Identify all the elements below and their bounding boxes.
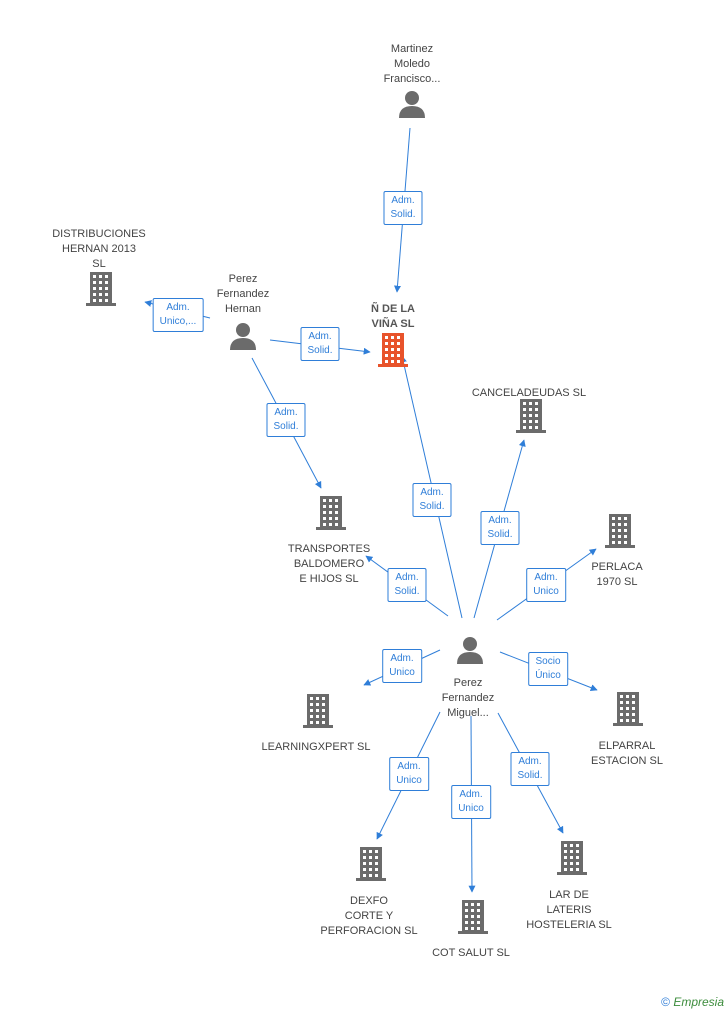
edge-label[interactable]: Adm. Unico [526,568,566,602]
node-label-elparral[interactable]: ELPARRAL ESTACION SL [591,740,663,767]
edge-label[interactable]: Adm. Solid. [383,191,423,225]
edge-label[interactable]: Adm. Solid. [412,483,452,517]
building-icon[interactable] [605,514,635,548]
building-icon[interactable] [316,496,346,530]
brand-logo[interactable]: Empresia [673,995,724,1009]
edge-label[interactable]: Adm. Solid. [300,327,340,361]
node-label-learningxpert[interactable]: LEARNINGXPERT SL [261,741,371,753]
edge-label[interactable]: Adm. Solid. [266,403,306,437]
person-icon[interactable] [230,323,256,350]
node-label-pf-miguel[interactable]: Perez Fernandez Miguel... [441,677,495,719]
person-icon[interactable] [399,91,425,118]
node-label-cotsalut[interactable]: COT SALUT SL [432,947,510,959]
node-label-pf-hernan[interactable]: Perez Fernandez Hernan [216,273,270,315]
node-label-dexfo[interactable]: DEXFO CORTE Y PERFORACION SL [320,895,418,937]
building-icon[interactable] [613,692,643,726]
building-icon[interactable] [516,399,546,433]
node-label-transportes[interactable]: TRANSPORTES BALDOMERO E HIJOS SL [287,543,371,585]
edge-label[interactable]: Adm. Solid. [387,568,427,602]
node-label-main[interactable]: Ñ DE LA VIÑA SL [371,303,415,330]
edge-label[interactable]: Adm. Unico,... [152,298,204,332]
edge-label[interactable]: Adm. Solid. [480,511,520,545]
building-icon[interactable] [303,694,333,728]
building-icon[interactable] [378,333,408,367]
copyright-symbol: © [661,995,670,1009]
building-icon[interactable] [356,847,386,881]
copyright: © Empresia [661,995,724,1009]
edge-label[interactable]: Socio Único [528,652,568,686]
edge-label[interactable]: Adm. Solid. [510,752,550,786]
node-label-martinez[interactable]: Martinez Moledo Francisco... [383,43,441,85]
building-icon[interactable] [458,900,488,934]
node-label-distribuciones[interactable]: DISTRIBUCIONES HERNAN 2013 SL [52,228,146,270]
building-icon[interactable] [86,272,116,306]
building-icon[interactable] [557,841,587,875]
person-icon[interactable] [457,637,483,664]
edge-label[interactable]: Adm. Unico [451,785,491,819]
edge-label[interactable]: Adm. Unico [382,649,422,683]
node-label-lar[interactable]: LAR DE LATERIS HOSTELERIA SL [526,889,612,931]
node-label-canceladeudas[interactable]: CANCELADEUDAS SL [471,387,587,399]
node-label-perlaca[interactable]: PERLACA 1970 SL [591,561,643,588]
edge-label[interactable]: Adm. Unico [389,757,429,791]
